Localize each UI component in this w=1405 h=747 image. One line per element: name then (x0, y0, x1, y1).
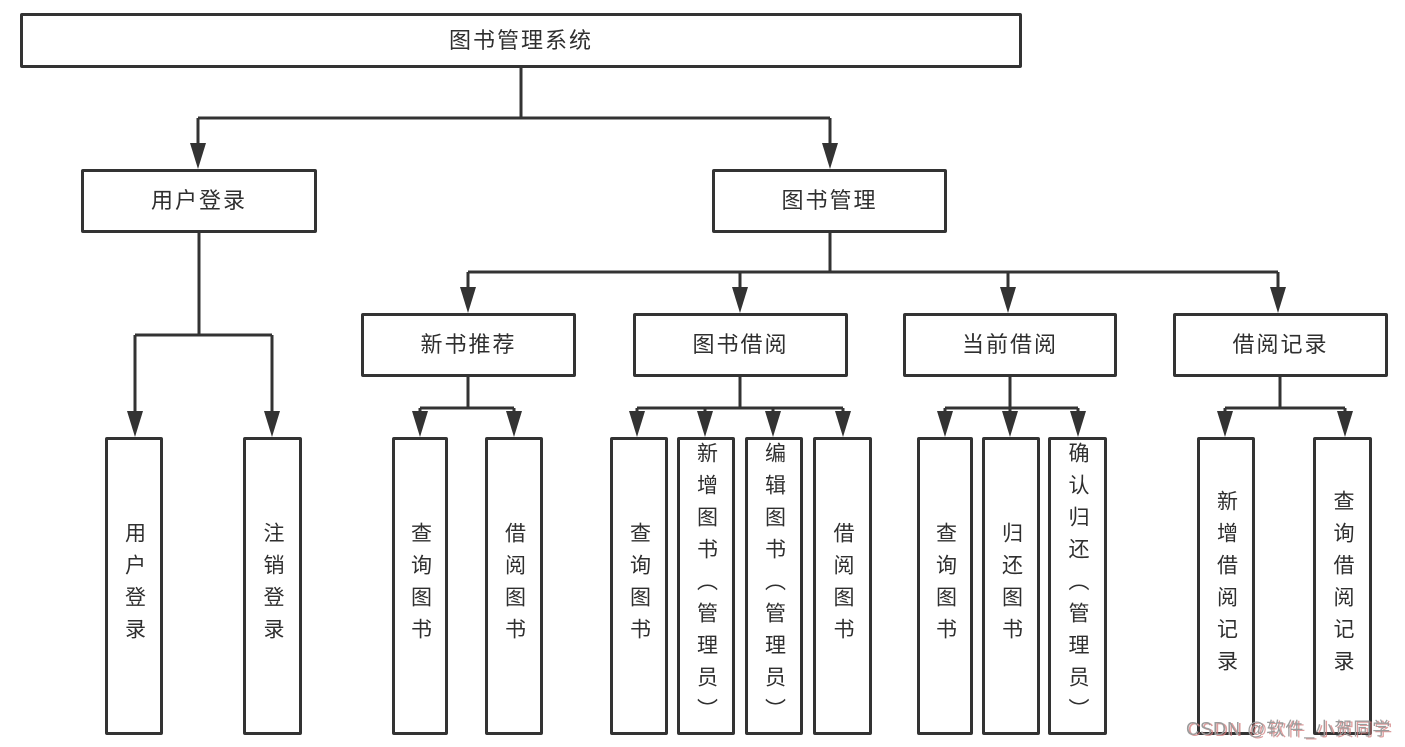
leaf-user-login-label: 用户登录 (122, 522, 146, 650)
leaf-user-login: 用户登录 (105, 437, 163, 735)
leaf-recommend-query-books-label: 查询图书 (408, 522, 432, 650)
csdn-watermark: CSDN @软件_小贺同学 (1186, 719, 1392, 739)
node-book-management: 图书管理 (712, 169, 947, 233)
node-root: 图书管理系统 (20, 13, 1022, 68)
node-root-label: 图书管理系统 (448, 27, 593, 53)
leaf-current-confirm-return-admin: 确认归还（管理员） (1048, 437, 1107, 735)
leaf-recommend-query-books: 查询图书 (392, 437, 448, 735)
leaf-current-return-books: 归还图书 (982, 437, 1040, 735)
leaf-current-query-books: 查询图书 (917, 437, 973, 735)
leaf-borrowing-edit-books-admin-label: 编辑图书（管理员） (762, 442, 786, 730)
leaf-borrowing-query-books-label: 查询图书 (627, 522, 651, 650)
node-book-borrowing-label: 图书借阅 (692, 332, 789, 357)
node-current-borrowing-label: 当前借阅 (961, 332, 1058, 357)
leaf-borrowing-add-books-admin-label: 新增图书（管理员） (694, 442, 718, 730)
node-new-book-recommendation: 新书推荐 (361, 313, 576, 377)
leaf-logout-label: 注销登录 (261, 522, 284, 650)
leaf-borrowing-query-books: 查询图书 (610, 437, 668, 735)
node-user-login: 用户登录 (81, 169, 317, 233)
leaf-current-confirm-return-admin-label: 确认归还（管理员） (1066, 442, 1089, 730)
leaf-borrowing-borrow-books: 借阅图书 (813, 437, 872, 735)
node-user-login-label: 用户登录 (150, 188, 247, 213)
node-borrowing-records-label: 借阅记录 (1232, 332, 1329, 357)
leaf-current-return-books-label: 归还图书 (999, 522, 1023, 650)
node-book-borrowing: 图书借阅 (633, 313, 848, 377)
node-book-management-label: 图书管理 (781, 188, 878, 213)
node-borrowing-records: 借阅记录 (1173, 313, 1388, 377)
leaf-current-query-books-label: 查询图书 (933, 522, 957, 650)
leaf-borrowing-add-books-admin: 新增图书（管理员） (677, 437, 735, 735)
leaf-borrowing-edit-books-admin: 编辑图书（管理员） (745, 437, 803, 735)
leaf-recommend-borrow-books: 借阅图书 (485, 437, 543, 735)
leaf-logout: 注销登录 (243, 437, 302, 735)
leaf-records-add-record: 新增借阅记录 (1197, 437, 1255, 735)
leaf-borrowing-borrow-books-label: 借阅图书 (831, 522, 854, 650)
node-new-book-recommendation-label: 新书推荐 (420, 332, 517, 357)
arrowheads (127, 143, 1353, 437)
leaf-recommend-borrow-books-label: 借阅图书 (502, 522, 526, 650)
leaf-records-query-record: 查询借阅记录 (1313, 437, 1372, 735)
leaf-records-add-record-label: 新增借阅记录 (1214, 490, 1238, 682)
node-current-borrowing: 当前借阅 (903, 313, 1117, 377)
leaf-records-query-record-label: 查询借阅记录 (1331, 490, 1354, 682)
